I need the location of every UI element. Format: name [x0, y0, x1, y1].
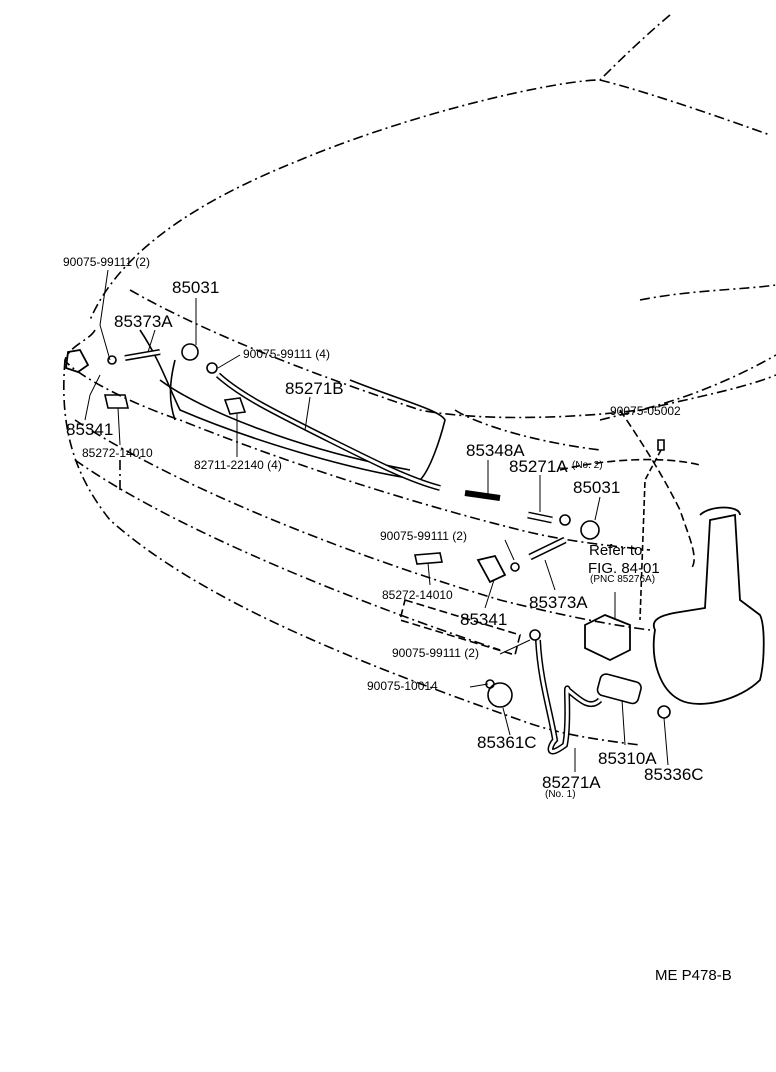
- leader-7: [117, 407, 121, 446]
- center-bracket: [414, 552, 443, 565]
- label-clip-center: 90075-99111 (2): [380, 529, 467, 543]
- reservoir-tank: [652, 513, 765, 705]
- label-connector: 85348A: [466, 441, 525, 460]
- left-nozzle-85031: [181, 343, 199, 361]
- leader-16: [499, 639, 531, 655]
- lower-clamp: [487, 682, 513, 708]
- leader-4: [217, 354, 241, 369]
- grille-slot: [399, 598, 521, 657]
- bumper-mid: [74, 419, 651, 631]
- leader-13: [427, 562, 431, 586]
- label-bolt-lower: 90075-10014: [367, 679, 438, 693]
- connector-85348A: [464, 490, 501, 501]
- leader-17: [469, 683, 489, 688]
- bumper-clamp: [223, 397, 247, 415]
- left-jet-body: [65, 349, 90, 373]
- label-nozzle-right: 85031: [573, 478, 621, 497]
- center-jet: [476, 554, 507, 584]
- bolt-05002-line: [639, 449, 662, 621]
- label-grommet: 85336C: [644, 765, 704, 784]
- hose-joint-right-core: [529, 538, 566, 559]
- leader-12: [504, 539, 515, 561]
- label-clip-lower: 90075-99111 (2): [392, 646, 479, 660]
- hood-panel-right: [639, 284, 776, 301]
- label-pump-motor: 85310A: [598, 749, 657, 768]
- label-bracket-left: 85272-14010: [82, 446, 153, 460]
- bumper-top: [64, 329, 651, 551]
- leader-6: [84, 374, 101, 421]
- pump-bracket: [584, 614, 631, 662]
- label-refer-line1: Refer to: [589, 542, 643, 559]
- leader-15: [484, 579, 495, 609]
- leader-19: [621, 699, 626, 746]
- label-clamp-bumper: 82711-22140 (4): [194, 458, 282, 472]
- hood-edge-upper: [89, 14, 671, 321]
- inner-panel: [619, 409, 695, 571]
- label-hose-joint-right: 85373A: [529, 593, 588, 612]
- right-nozzle: [580, 520, 600, 540]
- bumper-beam: [139, 329, 446, 481]
- left-hose-short-core: [124, 350, 161, 360]
- bumper-beam-3: [169, 359, 176, 421]
- left-washer: [107, 355, 117, 365]
- label-jet-left: 85341: [66, 420, 114, 439]
- bumper-face: [63, 359, 641, 746]
- reservoir-neck: [699, 506, 741, 516]
- grommet: [657, 705, 671, 719]
- label-hose-no2: 85271A: [509, 457, 568, 476]
- leader-3: [147, 329, 156, 353]
- label-hose-no1: 85271A: [542, 773, 601, 792]
- leader-14: [544, 559, 556, 591]
- left-clip: [206, 362, 218, 374]
- label-hose-joint-left: 85373A: [114, 312, 173, 331]
- footer-code: ME P478-B: [655, 967, 732, 984]
- label-nozzle-left: 85031: [172, 278, 220, 297]
- lower-clip: [529, 629, 541, 641]
- hood-front-edge: [129, 289, 776, 419]
- center-clip: [510, 562, 520, 572]
- pump-motor: [596, 673, 642, 705]
- leader-18: [502, 707, 511, 736]
- label-jet-center: 85341: [460, 610, 508, 629]
- fender-line: [454, 409, 601, 451]
- label-hose-main: 85271B: [285, 379, 344, 398]
- leader-5: [304, 396, 311, 431]
- bolt-05002: [657, 439, 665, 451]
- leader-1: [99, 269, 111, 361]
- label-hose-no2-suffix: (No. 2): [572, 460, 603, 471]
- hose-no2-core: [527, 513, 553, 522]
- leader-11: [594, 496, 601, 521]
- inner-panel-2: [559, 458, 701, 471]
- label-bracket-center: 85272-14010: [382, 588, 453, 602]
- hose-85271B-core: [216, 373, 441, 490]
- hood-crease: [599, 79, 771, 136]
- leader-21: [663, 717, 669, 766]
- label-bolt-top-left: 90075-99111 (2): [63, 255, 150, 269]
- label-hose-no1-suffix: (No. 1): [545, 789, 576, 800]
- label-refer-line2: FIG. 84-01: [588, 560, 660, 577]
- hood-line-right: [599, 374, 776, 421]
- bumper-lower: [74, 459, 501, 651]
- label-refer-line3: (PNC 85276A): [590, 574, 656, 585]
- label-bolt-right: 90075-05002: [610, 404, 681, 418]
- right-clip: [559, 514, 571, 526]
- left-bracket: [103, 394, 130, 409]
- label-clip-left-4: 90075-99111 (4): [243, 347, 330, 361]
- hose-no1-core: [536, 639, 602, 753]
- label-clamp-lower: 85361C: [477, 733, 537, 752]
